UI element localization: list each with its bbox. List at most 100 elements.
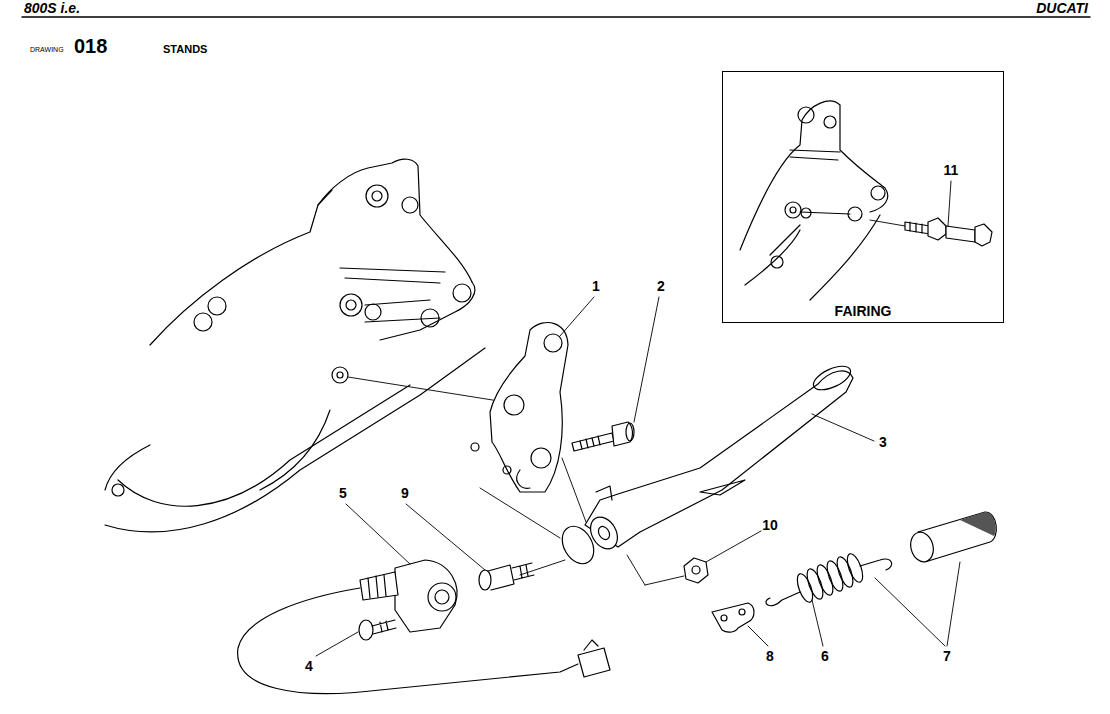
- stand-spring: [794, 572, 816, 604]
- engine-case: [346, 300, 356, 310]
- stand-bracket: [504, 395, 524, 415]
- spring-plate: [739, 609, 745, 615]
- inset-engine: [770, 225, 800, 255]
- switch-pin: [512, 563, 534, 580]
- engine-case: [365, 300, 440, 322]
- stand-nut: [684, 558, 708, 583]
- leader-lines: [316, 181, 960, 656]
- stand-spring: [766, 552, 892, 606]
- engine-case: [208, 297, 226, 315]
- side-stand: [810, 361, 854, 394]
- stand-nut: [692, 566, 700, 574]
- leader-lines: [560, 297, 594, 336]
- inset-engine: [824, 116, 836, 128]
- spring-sleeve: [960, 512, 996, 536]
- engine-case: [118, 385, 410, 506]
- inset-engine: [798, 107, 814, 123]
- inset-bolt: [905, 222, 930, 234]
- engine-case: [337, 372, 343, 378]
- leader-lines: [748, 626, 768, 646]
- callout-number: 3: [879, 435, 887, 450]
- switch-pin: [479, 563, 534, 590]
- inset-bolt: [870, 218, 992, 246]
- stand-spring: [860, 559, 892, 570]
- leader-lines: [812, 600, 823, 646]
- side-stand: [596, 486, 612, 500]
- switch-screw: [359, 620, 373, 640]
- stand-bracket: [517, 470, 530, 488]
- inset-engine: [871, 186, 885, 200]
- inset-engine: [785, 202, 801, 218]
- callout-number: 8: [766, 649, 774, 664]
- engine-case: [380, 282, 475, 340]
- stand-spring: [766, 592, 800, 606]
- spring-sleeve: [907, 530, 936, 565]
- stand-switch: [395, 560, 457, 632]
- callout-number: 4: [305, 659, 313, 674]
- spring-plate: [712, 603, 754, 632]
- inset-engine: [745, 215, 880, 300]
- header-rule: [22, 16, 1090, 17]
- spring-plate: [721, 615, 727, 621]
- stand-bracket: [490, 323, 568, 492]
- drawing-title: STANDS: [163, 43, 207, 55]
- switch-pin: [479, 570, 491, 590]
- spring-sleeve: [907, 512, 996, 564]
- inset-engine: [801, 208, 811, 218]
- leader-lines: [948, 181, 951, 226]
- side-stand: [596, 524, 612, 541]
- inset-engine: [800, 212, 850, 214]
- stand-switch: [435, 590, 449, 604]
- callout-number: 9: [401, 486, 409, 501]
- bracket-bolt: [580, 436, 600, 449]
- drawing-number: 018: [74, 35, 107, 57]
- stand-switch: [428, 583, 456, 611]
- stand-bracket: [503, 466, 511, 474]
- stand-bracket: [471, 443, 479, 451]
- engine-case: [365, 304, 381, 320]
- stand-spring: [804, 567, 826, 601]
- engine-case: [112, 484, 124, 496]
- inset-panel: FAIRING: [722, 71, 1004, 323]
- stand-bracket: [531, 448, 551, 468]
- inset-bolt: [910, 222, 922, 233]
- bracket-bolt: [612, 422, 632, 446]
- stand-nut: [684, 558, 708, 583]
- callout-number: 7: [943, 649, 951, 664]
- engine-case: [105, 159, 485, 532]
- engine-case: [194, 313, 212, 331]
- assembly-lines: [348, 377, 505, 402]
- stand-switch: [368, 575, 386, 598]
- callout-number: 11: [944, 163, 959, 178]
- engine-case: [372, 191, 382, 201]
- leader-lines: [406, 504, 485, 570]
- inset-engine: [771, 256, 783, 268]
- callout-number: 1: [592, 279, 600, 294]
- stand-switch: [238, 588, 578, 694]
- leader-lines: [346, 504, 410, 564]
- inset-engine: [740, 101, 888, 250]
- stand-bracket: [544, 334, 562, 352]
- side-stand: [700, 480, 745, 495]
- stand-spring: [814, 563, 836, 597]
- spring-plate: [712, 603, 754, 632]
- stand-spring: [844, 552, 866, 584]
- leader-lines: [947, 562, 960, 646]
- engine-case: [332, 367, 348, 383]
- assembly-lines: [480, 488, 560, 538]
- bracket-bolt: [626, 423, 634, 441]
- inset-engine: [790, 150, 840, 160]
- leader-lines: [634, 297, 659, 422]
- assembly-lines: [627, 555, 645, 585]
- drawing-caption: DRAWING: [30, 46, 64, 54]
- engine-case: [260, 410, 330, 490]
- header-rule: [22, 16, 1090, 18]
- assembly-lines: [562, 458, 586, 522]
- stand-spring: [824, 559, 846, 593]
- callout-number: 2: [657, 279, 665, 294]
- stand-switch: [578, 648, 610, 677]
- assembly-lines: [645, 576, 684, 585]
- side-stand: [556, 361, 854, 569]
- bracket-bolt: [572, 433, 614, 451]
